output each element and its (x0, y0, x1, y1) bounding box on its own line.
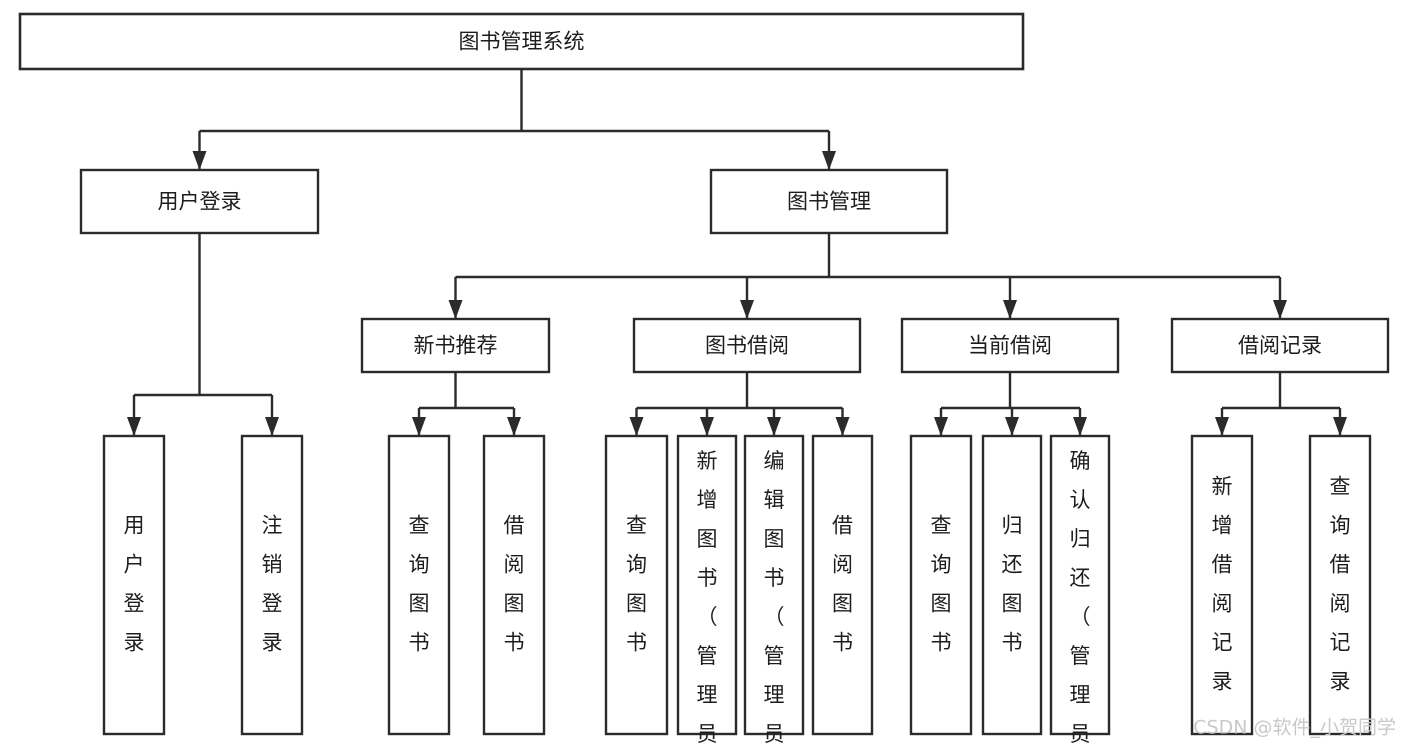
node-box-leaf-add-book-admin[interactable] (676, 434, 738, 736)
edge-group-root (192, 69, 836, 170)
node-leaf-logout-login[interactable]: 注销登录 (240, 434, 304, 736)
connector-layer (127, 69, 1347, 436)
node-box-leaf-add-borrow-record[interactable] (1190, 434, 1254, 736)
watermark-label: CSDN @软件_小贺同学 (1193, 717, 1396, 739)
node-leaf-query-borrow-record[interactable]: 查询借阅记录 (1308, 434, 1372, 736)
node-label-leaf-confirm-return-admin: 确认归还（管理员） (1070, 449, 1091, 747)
node-label-leaf-logout-login: 注销登录 (262, 514, 283, 655)
node-label-leaf-query-book-recommend: 查询图书 (409, 514, 430, 655)
node-label-leaf-query-borrow-record: 查询借阅记录 (1330, 475, 1351, 694)
node-box-root[interactable] (18, 12, 1025, 71)
node-new-book-recommend[interactable]: 新书推荐 (360, 317, 551, 374)
node-user-login[interactable]: 用户登录 (79, 168, 320, 235)
node-layer: 图书管理系统用户登录图书管理新书推荐图书借阅当前借阅借阅记录用户登录注销登录查询… (18, 12, 1390, 747)
node-label-current-borrow: 当前借阅 (968, 334, 1052, 358)
node-label-leaf-add-book-admin: 新增图书（管理员） (697, 449, 718, 747)
node-book-borrow[interactable]: 图书借阅 (632, 317, 862, 374)
node-label-leaf-edit-book-admin: 编辑图书（管理员） (764, 449, 785, 747)
node-label-root: 图书管理系统 (459, 30, 585, 54)
node-label-leaf-return-book: 归还图书 (1002, 514, 1023, 655)
node-box-leaf-edit-book-admin[interactable] (743, 434, 805, 736)
node-leaf-query-book-current[interactable]: 查询图书 (909, 434, 973, 736)
edge-group-borrow-records (1215, 372, 1347, 436)
node-box-new-book-recommend[interactable] (360, 317, 551, 374)
node-box-leaf-borrow-book-recommend[interactable] (482, 434, 546, 736)
node-box-leaf-logout-login[interactable] (240, 434, 304, 736)
node-label-leaf-user-login: 用户登录 (124, 514, 145, 655)
node-borrow-records[interactable]: 借阅记录 (1170, 317, 1390, 374)
node-box-leaf-query-book-borrow[interactable] (604, 434, 669, 736)
node-leaf-query-book-borrow[interactable]: 查询图书 (604, 434, 669, 736)
node-box-leaf-user-login[interactable] (102, 434, 166, 736)
node-leaf-user-login[interactable]: 用户登录 (102, 434, 166, 736)
node-label-user-login: 用户登录 (158, 190, 242, 214)
node-box-leaf-return-book[interactable] (981, 434, 1043, 736)
node-leaf-borrow-book-recommend[interactable]: 借阅图书 (482, 434, 546, 736)
node-box-leaf-query-book-current[interactable] (909, 434, 973, 736)
node-leaf-edit-book-admin[interactable]: 编辑图书（管理员） (743, 434, 805, 747)
edge-group-new-book-recommend (412, 372, 521, 436)
node-label-book-borrow: 图书借阅 (705, 334, 789, 358)
node-box-current-borrow[interactable] (900, 317, 1120, 374)
node-box-leaf-confirm-return-admin[interactable] (1049, 434, 1111, 736)
node-box-user-login[interactable] (79, 168, 320, 235)
edge-group-book-management (448, 233, 1287, 319)
node-leaf-query-book-recommend[interactable]: 查询图书 (387, 434, 451, 736)
node-leaf-borrow-book[interactable]: 借阅图书 (811, 434, 874, 736)
node-label-leaf-query-book-current: 查询图书 (931, 514, 952, 655)
node-box-leaf-borrow-book[interactable] (811, 434, 874, 736)
node-leaf-confirm-return-admin[interactable]: 确认归还（管理员） (1049, 434, 1111, 747)
node-box-leaf-query-borrow-record[interactable] (1308, 434, 1372, 736)
node-box-leaf-query-book-recommend[interactable] (387, 434, 451, 736)
node-leaf-add-borrow-record[interactable]: 新增借阅记录 (1190, 434, 1254, 736)
node-label-leaf-add-borrow-record: 新增借阅记录 (1212, 475, 1233, 694)
node-leaf-return-book[interactable]: 归还图书 (981, 434, 1043, 736)
node-current-borrow[interactable]: 当前借阅 (900, 317, 1120, 374)
node-label-new-book-recommend: 新书推荐 (414, 334, 498, 358)
node-box-borrow-records[interactable] (1170, 317, 1390, 374)
node-box-book-management[interactable] (709, 168, 949, 235)
node-label-leaf-query-book-borrow: 查询图书 (626, 514, 647, 655)
node-label-leaf-borrow-book: 借阅图书 (832, 514, 853, 655)
edge-group-current-borrow (934, 372, 1087, 436)
node-label-borrow-records: 借阅记录 (1238, 334, 1322, 358)
edge-group-book-borrow (629, 372, 850, 436)
node-book-management[interactable]: 图书管理 (709, 168, 949, 235)
node-label-book-management: 图书管理 (787, 190, 871, 214)
node-label-leaf-borrow-book-recommend: 借阅图书 (504, 514, 525, 655)
node-leaf-add-book-admin[interactable]: 新增图书（管理员） (676, 434, 738, 747)
node-box-book-borrow[interactable] (632, 317, 862, 374)
edge-group-user-login (127, 233, 279, 436)
node-root[interactable]: 图书管理系统 (18, 12, 1025, 71)
